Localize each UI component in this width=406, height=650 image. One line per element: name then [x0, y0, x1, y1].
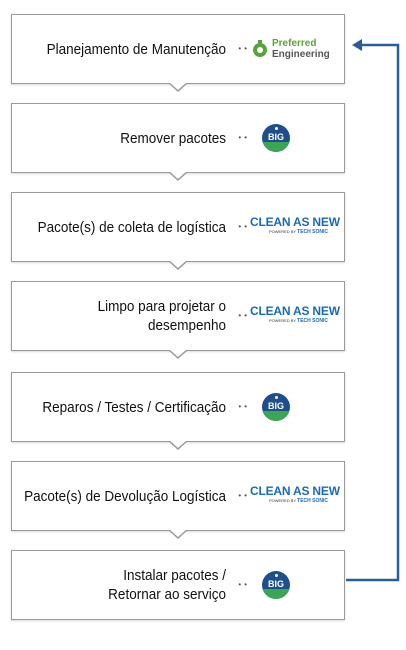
step-box: Reparos / Testes / Certificação BIG	[11, 372, 345, 450]
step-box: Pacote(s) de Devolução Logística CLEAN A…	[11, 461, 345, 539]
step-label: Pacote(s) de coleta de logística	[37, 218, 226, 236]
step-pointer	[168, 260, 188, 270]
step-label: Pacote(s) de Devolução Logística	[24, 487, 226, 505]
clean-as-new-logo: CLEAN AS NEW POWERED BY TECH SONIC	[250, 215, 340, 236]
step-label: Remover pacotes	[120, 129, 226, 147]
big-logo: BIG	[262, 571, 290, 599]
clean-as-new-logo: CLEAN AS NEW POWERED BY TECH SONIC	[250, 484, 340, 505]
step-label: Reparos / Testes / Certificação	[42, 398, 226, 416]
step-pointer	[168, 440, 188, 450]
big-logo: BIG	[262, 124, 290, 152]
preferred-engineering-mark-icon	[253, 40, 267, 57]
step-pointer	[168, 529, 188, 539]
clean-as-new-logo: CLEAN AS NEW POWERED BY TECH SONIC	[250, 304, 340, 325]
step-box: Pacote(s) de coleta de logística CLEAN A…	[11, 192, 345, 270]
logo-text-preferred: Preferred	[272, 38, 317, 49]
step-box: Remover pacotes BIG	[11, 103, 345, 181]
logo-text-engineering: Engineering	[272, 49, 330, 60]
step-pointer	[168, 82, 188, 92]
step-box: Planejamento de Manutenção Preferred Eng…	[11, 14, 345, 92]
step-label: Instalar pacotes /Retornar ao serviço	[108, 567, 226, 603]
step-pointer	[168, 171, 188, 181]
preferred-engineering-logo: Preferred Engineering	[252, 36, 338, 62]
big-logo: BIG	[262, 393, 290, 421]
step-label: Planejamento de Manutenção	[46, 40, 227, 58]
step-box: Instalar pacotes /Retornar ao serviço BI…	[11, 550, 345, 620]
step-pointer	[168, 349, 188, 359]
